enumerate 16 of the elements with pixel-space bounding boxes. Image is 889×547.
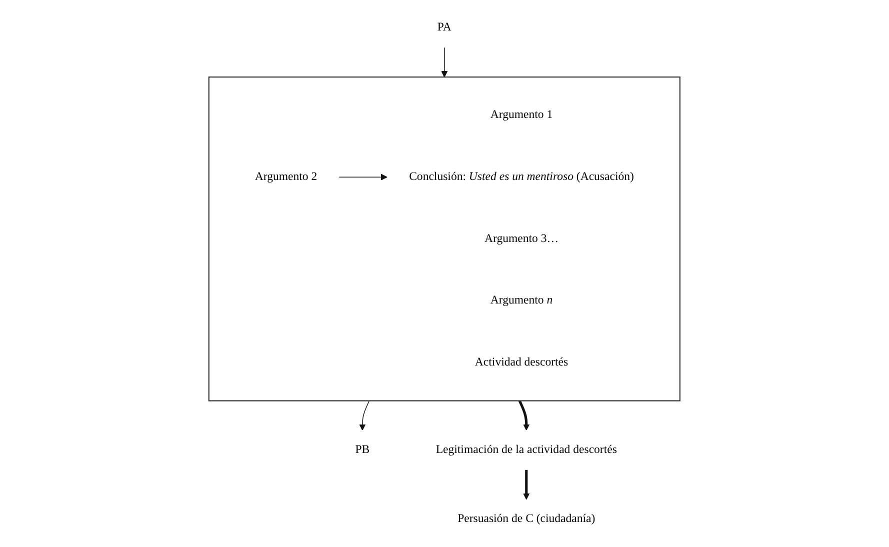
node-text: Argumento 2: [254, 170, 318, 183]
cluster: [208, 76, 681, 402]
node-text: Argumento 3…: [484, 232, 559, 245]
arrow: [441, 47, 448, 78]
node-text: Legitimación de la actividad descortés: [436, 443, 618, 456]
node-text: PA: [438, 21, 452, 34]
arrow: [523, 470, 530, 500]
arrow: [359, 400, 370, 430]
node-text: Actividad descortés: [475, 356, 568, 368]
arrow: [338, 174, 388, 180]
arrow: [518, 400, 530, 430]
node-text: Persuasión de C (ciudadanía): [458, 512, 596, 526]
node-text: PB: [355, 443, 370, 456]
node-text: Conclusión: Usted es un mentiroso (Acusación): [409, 170, 634, 183]
node-text: Argumento 1: [490, 108, 553, 122]
node-text: Argumento n: [490, 294, 553, 307]
